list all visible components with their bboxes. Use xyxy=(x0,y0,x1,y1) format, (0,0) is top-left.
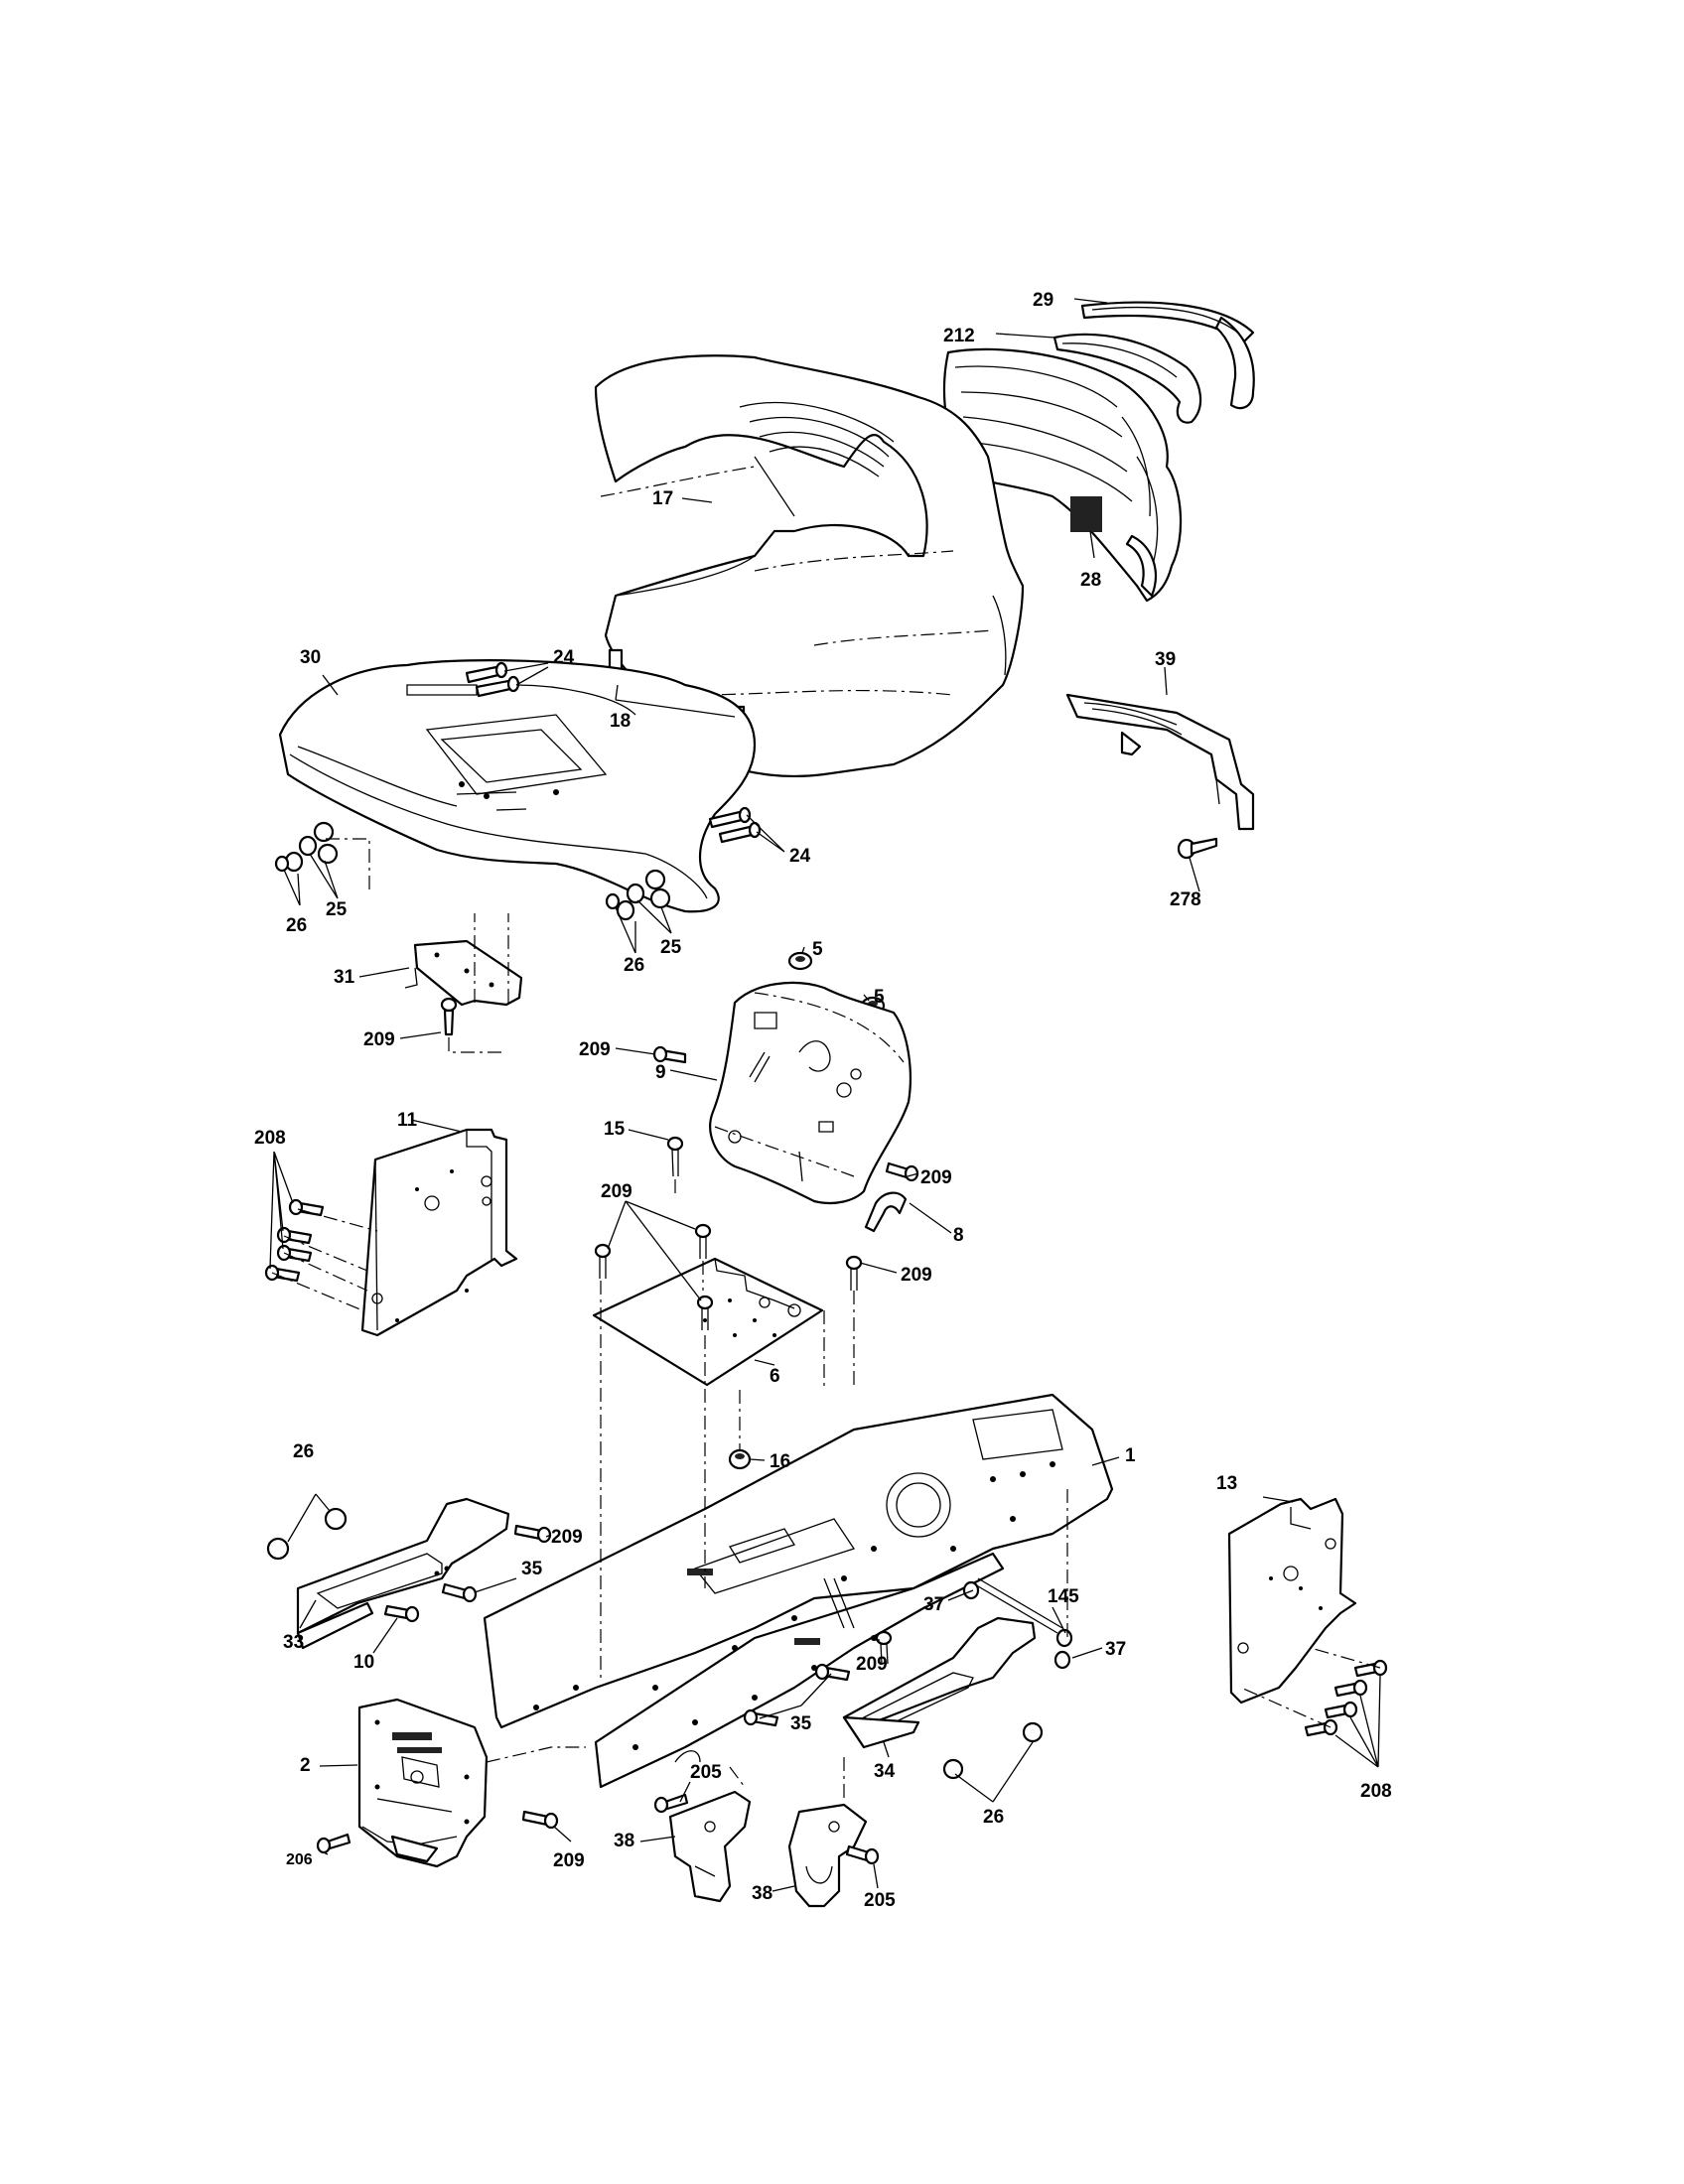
label-8: 8 xyxy=(953,1225,964,1246)
label-10: 10 xyxy=(353,1652,374,1673)
part-16-nut xyxy=(730,1450,750,1468)
part-209-screw-d xyxy=(515,1526,550,1542)
label-37-b: 37 xyxy=(1105,1639,1126,1660)
label-209-b: 209 xyxy=(579,1039,611,1060)
part-10-bolt xyxy=(385,1606,418,1621)
label-209-h: 209 xyxy=(553,1850,585,1871)
label-34: 34 xyxy=(874,1761,896,1782)
label-31: 31 xyxy=(334,967,355,988)
part-15-screw xyxy=(668,1138,682,1176)
label-26-right: 26 xyxy=(624,955,644,976)
label-205-b: 205 xyxy=(864,1890,896,1911)
part-35-bolt-left xyxy=(443,1584,476,1601)
part-29-trim-strip xyxy=(1082,303,1254,409)
label-38-b: 38 xyxy=(752,1883,772,1904)
label-212: 212 xyxy=(943,326,975,346)
part-209-screws-plate xyxy=(596,1225,861,1330)
label-37-a: 37 xyxy=(923,1594,944,1615)
label-26-c: 26 xyxy=(293,1441,314,1462)
part-25-26-hardware-right xyxy=(607,871,669,919)
label-205-a: 205 xyxy=(690,1762,722,1783)
label-145: 145 xyxy=(1048,1586,1079,1607)
label-25-left: 25 xyxy=(326,899,348,920)
labels: 29 212 17 28 30 24 18 39 24 25 26 25 26 … xyxy=(254,290,1392,1911)
label-9: 9 xyxy=(655,1062,666,1083)
part-38-bracket-a xyxy=(670,1792,750,1901)
part-5-grommet-a xyxy=(789,953,811,969)
part-205-screw-b xyxy=(847,1846,878,1863)
label-2: 2 xyxy=(300,1755,311,1776)
part-206-screw xyxy=(318,1835,350,1852)
part-9-dash-panel xyxy=(710,983,911,1203)
label-25-right: 25 xyxy=(660,937,682,958)
part-34-footrest-right xyxy=(844,1618,1035,1747)
label-209-e: 209 xyxy=(901,1265,932,1286)
part-2-rear-bracket xyxy=(359,1700,487,1866)
part-212-inner-strip xyxy=(1054,335,1200,423)
label-206: 206 xyxy=(286,1851,313,1868)
part-278-screw xyxy=(1179,839,1216,858)
label-209-g: 209 xyxy=(856,1654,888,1675)
part-26-nuts-right xyxy=(944,1723,1042,1778)
part-209-screw-b xyxy=(654,1047,685,1062)
leader-lines xyxy=(269,298,1381,1892)
label-24-side: 24 xyxy=(789,846,811,867)
part-209-screw-g xyxy=(877,1632,891,1664)
label-208-right: 208 xyxy=(1360,1781,1392,1802)
label-29: 29 xyxy=(1033,290,1053,311)
part-208-bolts-right xyxy=(1306,1661,1386,1735)
label-38-a: 38 xyxy=(614,1831,634,1851)
label-6: 6 xyxy=(770,1366,780,1387)
label-278: 278 xyxy=(1170,889,1201,910)
part-1-frame xyxy=(485,1395,1112,1787)
part-35-bolts-center xyxy=(745,1665,849,1725)
label-28: 28 xyxy=(1080,570,1101,591)
part-33-footrest-left xyxy=(298,1499,508,1648)
part-13-side-plate xyxy=(1229,1499,1355,1703)
label-5-a: 5 xyxy=(812,939,823,960)
label-11: 11 xyxy=(397,1110,418,1131)
part-30-fender xyxy=(280,660,755,911)
part-11-side-plate xyxy=(362,1130,516,1335)
part-8-clip xyxy=(866,1193,906,1231)
label-39: 39 xyxy=(1155,649,1176,670)
part-209-screw-a xyxy=(442,999,456,1034)
label-24-top: 24 xyxy=(553,647,575,668)
label-13: 13 xyxy=(1216,1473,1237,1494)
label-35-b: 35 xyxy=(790,1713,812,1734)
label-30: 30 xyxy=(300,647,321,668)
label-18: 18 xyxy=(610,711,631,732)
part-28-grille xyxy=(944,349,1181,601)
label-35-a: 35 xyxy=(521,1559,543,1579)
label-209-d: 209 xyxy=(601,1181,632,1202)
part-209-screw-c xyxy=(887,1163,917,1180)
label-209-f: 209 xyxy=(551,1527,583,1548)
label-209-a: 209 xyxy=(363,1029,395,1050)
label-5-b: 5 xyxy=(874,987,885,1008)
label-33: 33 xyxy=(283,1632,304,1653)
part-209-screw-h xyxy=(523,1812,557,1828)
label-26-left: 26 xyxy=(286,915,307,936)
label-15: 15 xyxy=(604,1119,626,1140)
part-26-nuts-left xyxy=(268,1509,346,1559)
part-17-hood xyxy=(596,355,1023,776)
part-24-bolts-side xyxy=(710,808,760,842)
part-31-bracket xyxy=(405,941,521,1005)
part-39-bracket xyxy=(1067,695,1253,829)
label-208-left: 208 xyxy=(254,1128,286,1149)
label-1: 1 xyxy=(1125,1445,1136,1466)
label-26-d: 26 xyxy=(983,1807,1004,1828)
label-17: 17 xyxy=(652,488,673,509)
alignment-lines xyxy=(271,838,1381,1802)
label-209-c: 209 xyxy=(920,1167,952,1188)
part-25-26-hardware-left xyxy=(276,823,337,871)
part-38-bracket-b xyxy=(789,1805,866,1906)
label-16: 16 xyxy=(770,1451,790,1472)
